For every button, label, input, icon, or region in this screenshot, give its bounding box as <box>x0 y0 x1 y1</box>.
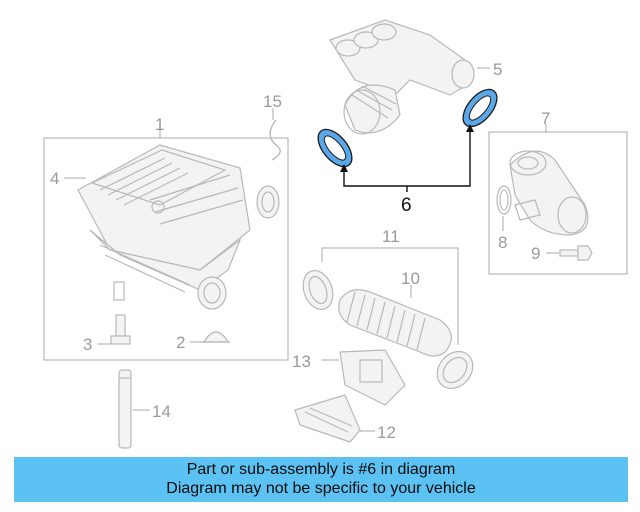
callout-3: 3 <box>83 335 92 354</box>
clamp-part-6-left <box>317 128 353 168</box>
seal-part-8 <box>496 185 512 215</box>
elbow-part-7 <box>509 150 589 236</box>
clamp-part-6-right <box>462 88 498 128</box>
callout-1: 1 <box>155 115 164 134</box>
clamp-part-11-left <box>302 270 334 310</box>
callout-7: 7 <box>541 109 550 128</box>
hose-part-15 <box>269 119 281 161</box>
clamp-part-11-right <box>436 350 474 390</box>
callout-6-bracket <box>340 124 474 192</box>
callout-6: 6 <box>401 195 412 216</box>
grommet-part-2 <box>202 331 230 343</box>
callout-4: 4 <box>50 169 59 188</box>
intake-duct-part-5 <box>329 19 475 135</box>
callout-13: 13 <box>292 352 311 371</box>
banner-line-1: Part or sub-assembly is #6 in diagram <box>186 461 456 478</box>
assembly-7-box <box>488 131 628 275</box>
bolt-part-3 <box>110 314 131 345</box>
bolt-part-9 <box>559 245 593 261</box>
callout-11: 11 <box>382 227 400 246</box>
callout-2: 2 <box>176 333 185 352</box>
drain-tube-part-14 <box>118 369 132 449</box>
callout-15: 15 <box>263 92 282 111</box>
callout-10: 10 <box>401 269 420 288</box>
air-cleaner-housing <box>77 144 280 310</box>
resonator-part-13 <box>339 349 406 406</box>
corrugated-hose-part-10 <box>338 289 452 357</box>
callout-14: 14 <box>152 402 171 421</box>
callout-12: 12 <box>377 423 396 442</box>
info-banner: Part or sub-assembly is #6 in diagram Di… <box>14 457 628 502</box>
callout-8: 8 <box>498 233 507 252</box>
inlet-part-12 <box>294 394 361 443</box>
callout-11-bracket <box>321 247 459 345</box>
banner-line-2: Diagram may not be specific to your vehi… <box>166 480 476 497</box>
callout-9: 9 <box>531 244 540 263</box>
assembly-1-box <box>43 137 289 361</box>
callout-5: 5 <box>493 60 502 79</box>
